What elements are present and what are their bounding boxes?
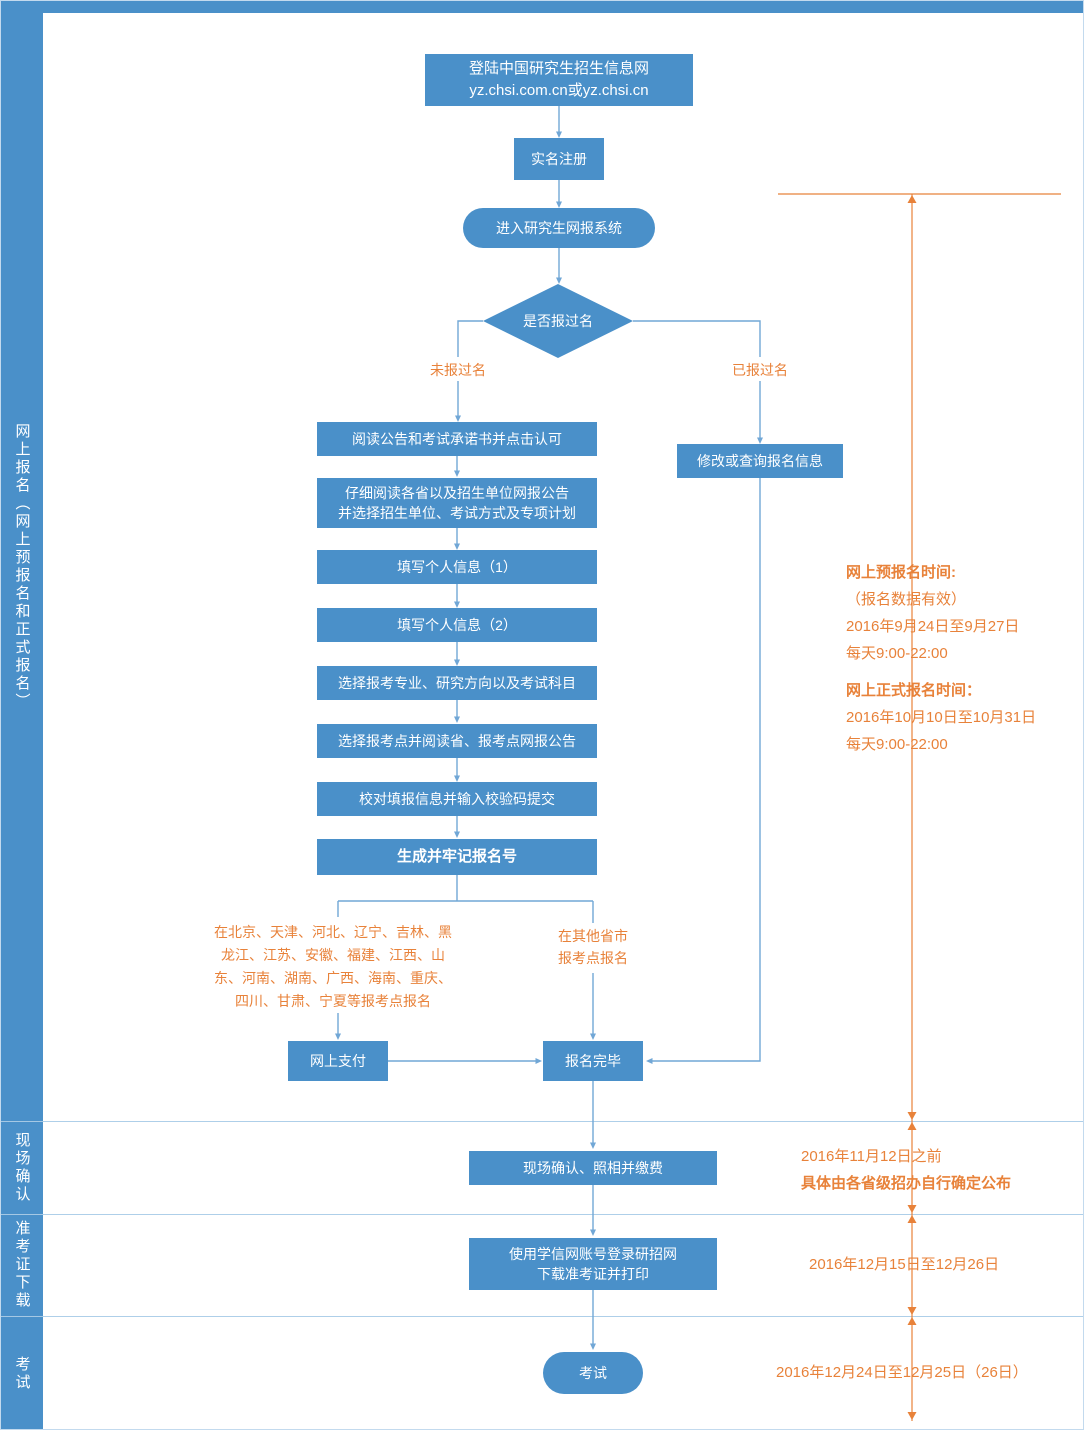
annotation-formal-registration-time: 网上正式报名时间： 2016年10月10日至10月31日 每天9:00-22:0… [846, 677, 1036, 758]
sidebar-section-exam: 考试 [1, 1316, 43, 1429]
timeline-arrow [907, 1122, 917, 1130]
annotation-onsite-confirm-time: 2016年11月12日之前 具体由各省级招办自行确定公布 [801, 1143, 1011, 1197]
annotation-line: 2016年9月24日至9月27日 [846, 618, 1020, 635]
section-divider [43, 1316, 1083, 1317]
annotation-line: 2016年11月12日之前 [801, 1148, 942, 1165]
annotation-line: （报名数据有效） [846, 591, 967, 608]
annotation-pre-registration-time: 网上预报名时间: （报名数据有效） 2016年9月24日至9月27日 每天9:0… [846, 559, 1019, 667]
node-read-province-notice: 仔细阅读各省以及招生单位网报公告 并选择招生单位、考试方式及专项计划 [317, 478, 597, 528]
sidebar-divider [1, 1316, 43, 1317]
node-read-notice: 阅读公告和考试承诺书并点击认可 [317, 422, 597, 456]
node-choose-major: 选择报考专业、研究方向以及考试科目 [317, 666, 597, 700]
node-generate-number: 生成并牢记报名号 [317, 839, 597, 875]
branch-label-not-registered: 未报过名 [430, 362, 486, 378]
sidebar-section-onsite-confirm: 现场确认 [1, 1121, 43, 1214]
sidebar-divider [1, 1121, 43, 1122]
node-fill-info-2: 填写个人信息（2） [317, 608, 597, 642]
branch-note-other-provinces: 在其他省市 报考点报名 [558, 928, 628, 966]
branch-label-registered: 已报过名 [732, 362, 788, 378]
top-bar [1, 1, 1083, 13]
node-online-pay: 网上支付 [288, 1041, 388, 1081]
branch-note-pay-provinces: 在北京、天津、河北、辽宁、吉林、黑 龙江、江苏、安徽、福建、江西、山 东、河南、… [214, 924, 452, 1009]
node-login-website: 登陆中国研究生招生信息网 yz.chsi.com.cn或yz.chsi.cn [425, 54, 693, 106]
sidebar-section-online-registration: 网上报名（网上预报名和正式报名） [1, 13, 43, 1121]
timeline-arrow [907, 1112, 917, 1120]
phase-sidebar [1, 1, 43, 1429]
connector-modify-to-complete [646, 478, 761, 1064]
sidebar-label: 网上报名（网上预报名和正式报名） [13, 423, 31, 711]
node-download-ticket: 使用学信网账号登录研招网 下载准考证并打印 [469, 1238, 717, 1290]
node-modify-query: 修改或查询报名信息 [677, 444, 843, 478]
annotation-ticket-download-time: 2016年12月15日至12月26日 [809, 1256, 1000, 1273]
connector-split [337, 875, 594, 923]
node-onsite-confirm: 现场确认、照相并缴费 [469, 1151, 717, 1185]
annotation-line: 每天9:00-22:00 [846, 645, 948, 662]
timeline-arrow [907, 1317, 917, 1325]
section-divider [43, 1121, 1083, 1122]
annotation-exam-time: 2016年12月24日至12月25日（26日） [776, 1364, 1028, 1381]
timeline-arrow [907, 195, 917, 203]
sidebar-divider [1, 1214, 43, 1215]
annotation-title: 网上正式报名时间： [846, 682, 982, 699]
node-real-name-register: 实名注册 [514, 138, 604, 180]
connector-decision-right [633, 320, 761, 357]
timeline-arrow [907, 1307, 917, 1315]
node-decision-registered: 是否报过名 [483, 284, 633, 358]
connector-decision-left [457, 320, 483, 357]
annotation-line: 2016年10月10日至10月31日 [846, 709, 1037, 726]
node-registration-complete: 报名完毕 [543, 1041, 643, 1081]
sidebar-label: 现场确认 [13, 1131, 31, 1204]
node-choose-exam-site: 选择报考点并阅读省、报考点网报公告 [317, 724, 597, 758]
annotation-line: 具体由各省级招办自行确定公布 [801, 1175, 1012, 1192]
timeline-arrow [907, 1205, 917, 1213]
sidebar-section-ticket-download: 准考证下载 [1, 1214, 43, 1316]
node-enter-system: 进入研究生网报系统 [463, 208, 655, 248]
timeline-arrow [907, 1412, 917, 1420]
timeline-arrow [907, 1215, 917, 1223]
annotation-title: 网上预报名时间: [846, 564, 956, 581]
node-verify-submit: 校对填报信息并输入校验码提交 [317, 782, 597, 816]
sidebar-label: 准考证下载 [13, 1220, 31, 1310]
annotation-line: 每天9:00-22:00 [846, 736, 948, 753]
section-divider [43, 1214, 1083, 1215]
node-fill-info-1: 填写个人信息（1） [317, 550, 597, 584]
node-exam: 考试 [543, 1352, 643, 1394]
sidebar-label: 考试 [13, 1355, 31, 1392]
